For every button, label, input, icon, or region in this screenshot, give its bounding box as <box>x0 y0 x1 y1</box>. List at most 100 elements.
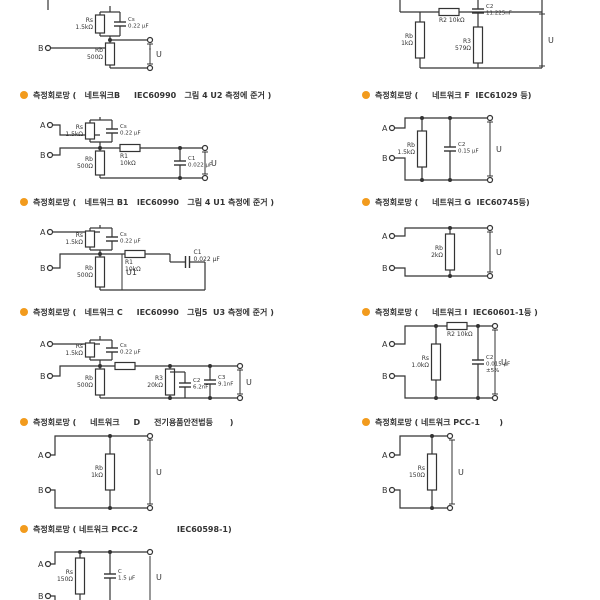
junction-dot <box>78 550 82 554</box>
voltage-label: U <box>496 145 502 154</box>
resistor <box>114 361 136 371</box>
junction-dot <box>476 324 480 328</box>
text-line: 6.2nF <box>193 385 208 391</box>
terminal-a-label: A <box>382 124 388 133</box>
text-line: 500Ω <box>77 382 93 389</box>
wire <box>48 489 150 509</box>
text-line: Rs <box>76 124 83 131</box>
terminal-b-label: B <box>40 264 46 273</box>
text-line: A <box>382 124 388 133</box>
terminal-a-label: A <box>382 340 388 349</box>
terminal <box>236 362 244 370</box>
terminal <box>46 121 54 129</box>
terminal-b-label: B <box>382 486 388 495</box>
header-network-c: 측정회로망 ( 네트워크 C IEC60990 그림5 U3 측정에 준거 ) <box>20 305 274 319</box>
u1-label: U1 <box>126 268 137 277</box>
terminal <box>388 264 396 272</box>
text-line: Rb <box>435 245 443 252</box>
text-line: 1kΩ <box>401 40 413 47</box>
terminal-a-label: A <box>382 451 388 460</box>
resistor <box>416 130 428 168</box>
text-line: B <box>38 592 44 600</box>
text-line: Rs <box>76 343 83 350</box>
junction-dot <box>208 364 212 368</box>
text-line: ±5% <box>486 368 499 374</box>
terminal-a-label: A <box>40 121 46 130</box>
resistor <box>430 343 442 381</box>
text-line: U <box>548 36 554 45</box>
text-line: A <box>38 560 44 569</box>
terminal-b-label: B <box>38 486 44 495</box>
terminal-a-label: A <box>40 340 46 349</box>
text-line: C2 <box>486 4 493 10</box>
text-line: Cs <box>120 124 127 130</box>
resistor <box>414 21 426 59</box>
voltage-label: U <box>156 50 162 59</box>
terminal <box>388 372 396 380</box>
text-line: 150Ω <box>57 576 73 583</box>
text-line: C2 <box>486 355 493 361</box>
text-line: 500Ω <box>77 272 93 279</box>
terminal <box>388 340 396 348</box>
terminal <box>46 228 54 236</box>
header-network-f: 측정회로망 ( 네트워크 F IEC61029 등) <box>362 88 531 102</box>
text-line: 500Ω <box>87 54 103 61</box>
junction-dot <box>476 396 480 400</box>
wire <box>392 227 450 237</box>
terminal-b-label: B <box>38 44 44 53</box>
wire <box>50 124 100 136</box>
terminal <box>46 340 54 348</box>
text-line: A <box>40 228 46 237</box>
header-network-g: 측정회로망 ( 네트워크 G IEC60745등) <box>362 195 530 209</box>
text-line: Rb <box>405 33 413 40</box>
terminal <box>201 174 209 182</box>
text-line: Rb <box>95 47 103 54</box>
text-line: B <box>40 264 46 273</box>
terminal-b-label: B <box>382 264 388 273</box>
header-network-i: 측정회로망 ( 네트워크 I IEC60601-1등 ) <box>362 305 538 319</box>
voltage-label: U <box>548 36 554 45</box>
text-line: 500Ω <box>77 163 93 170</box>
text-line: Rb <box>85 265 93 272</box>
terminal <box>46 372 54 380</box>
resistor <box>94 256 106 288</box>
text-line: 0.15 μF <box>458 149 479 155</box>
text-line: 0.022 μF <box>194 256 221 263</box>
junction-dot <box>430 506 434 510</box>
text-line: 1.5kΩ <box>65 350 83 357</box>
text-line: U <box>156 468 162 477</box>
text-line: U <box>496 248 502 257</box>
terminal <box>388 124 396 132</box>
text-line: R3 <box>155 375 163 382</box>
terminal <box>388 486 396 494</box>
text-line: B <box>40 372 46 381</box>
terminal <box>146 36 154 44</box>
text-line: 10kΩ <box>125 266 141 273</box>
text-line: Rs <box>86 17 93 24</box>
wire <box>392 489 450 509</box>
wire <box>392 435 450 456</box>
text-line: R2 10kΩ <box>439 17 465 24</box>
text-line: U <box>156 50 162 59</box>
text-line: 1.0kΩ <box>411 362 429 369</box>
terminal <box>486 176 494 184</box>
wire <box>392 117 450 129</box>
text-line: 1kΩ <box>91 472 103 479</box>
text-line: 0.015 μF <box>486 362 510 368</box>
junction-dot <box>168 396 172 400</box>
text-line: 0.22 μF <box>120 131 141 137</box>
terminal-a-label: A <box>382 232 388 241</box>
text-line: C2 <box>458 142 465 148</box>
voltage-label: U <box>156 468 162 477</box>
header-network-pcc2: 측정회로망 ( 네트워크 PCC-2 IEC60598-1) <box>20 522 232 536</box>
text-line: A <box>38 451 44 460</box>
